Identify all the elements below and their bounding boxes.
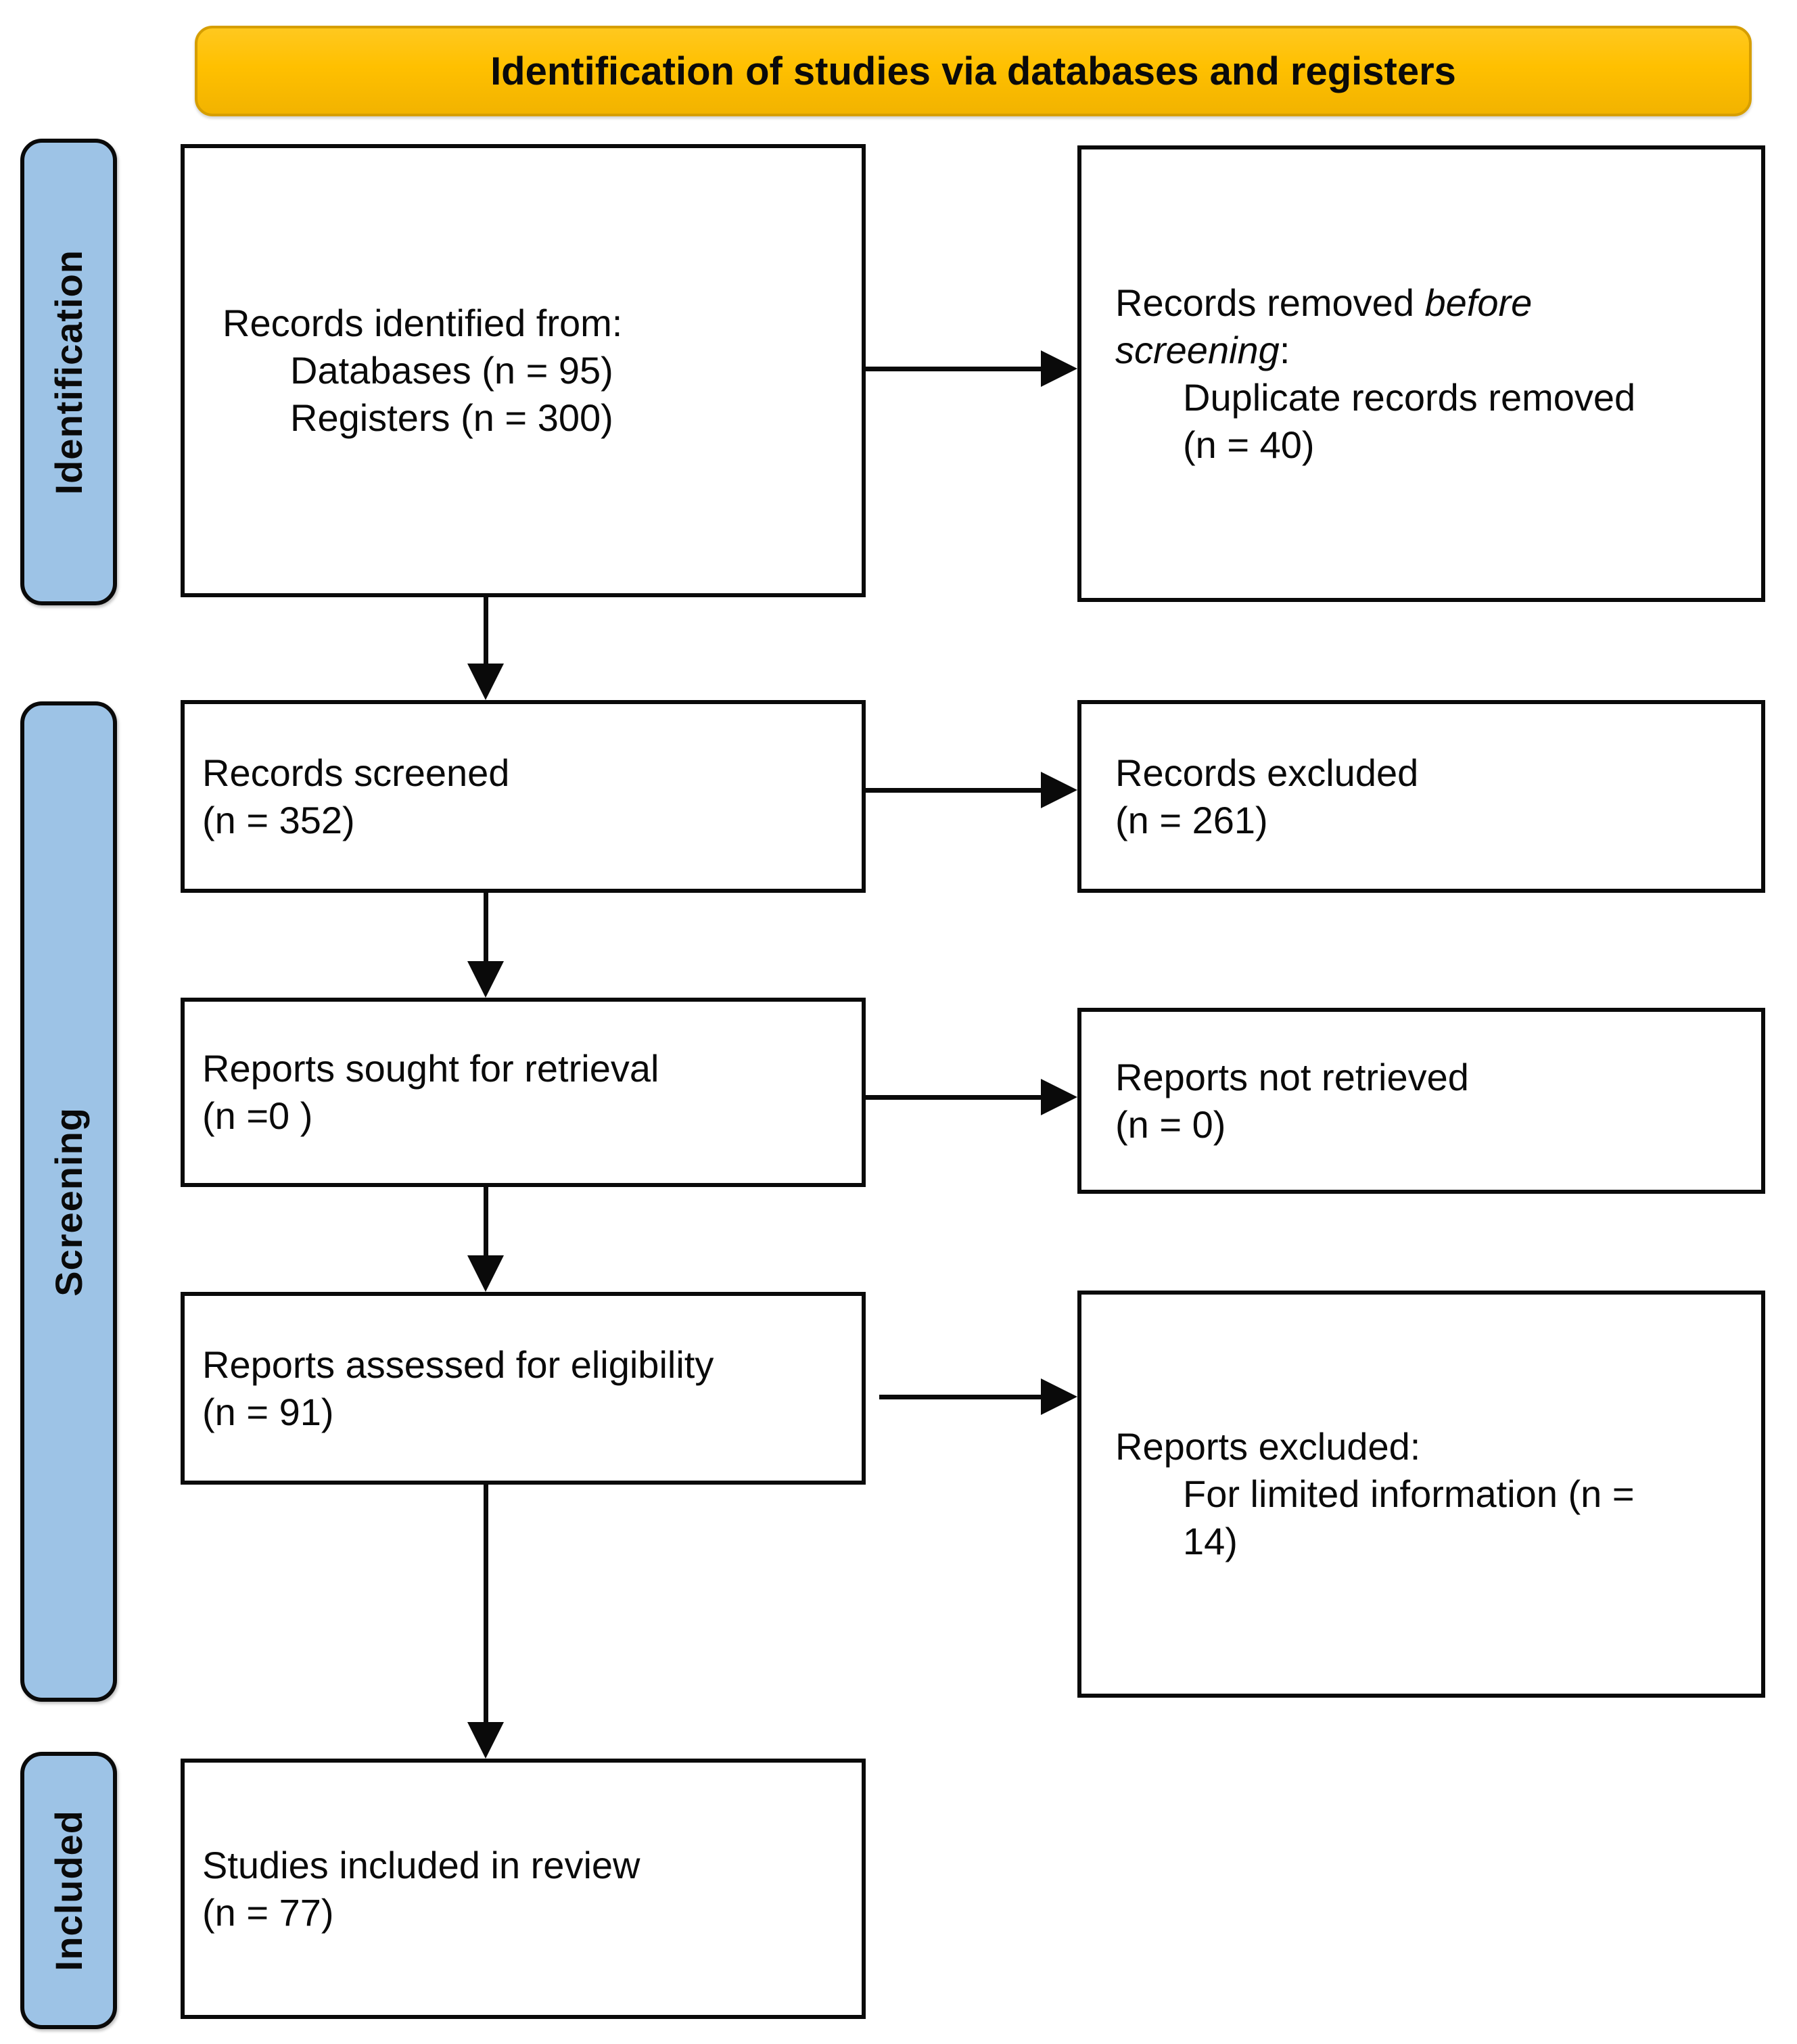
arrow-head-right-icon	[1041, 1378, 1077, 1415]
text-line: (n =0 )	[202, 1094, 313, 1137]
text-segment-italic: screening	[1115, 328, 1280, 371]
text-line: For limited information (n =	[1183, 1472, 1635, 1515]
stage-label-identification: Identification	[20, 139, 117, 605]
arrow-head-down-icon	[467, 961, 504, 998]
text-line: (n = 40)	[1183, 423, 1315, 466]
text-line: (n = 261)	[1115, 798, 1268, 841]
arrow-shaft	[483, 597, 488, 664]
text-line: Reports excluded:	[1115, 1425, 1421, 1468]
arrow-shaft	[866, 1094, 1041, 1100]
box-reports-sought: Reports sought for retrieval (n =0 )	[181, 998, 866, 1187]
box-reports-assessed: Reports assessed for eligibility (n = 91…	[181, 1292, 866, 1485]
text-segment-italic: before	[1424, 281, 1533, 324]
arrow-head-down-icon	[467, 1255, 504, 1292]
arrow-shaft	[866, 787, 1041, 793]
text-line: (n = 91)	[202, 1390, 334, 1433]
text-line: Records screened	[202, 751, 510, 794]
text-line: (n = 352)	[202, 798, 355, 841]
text-line: Records excluded	[1115, 751, 1419, 794]
stage-label-included: Included	[20, 1752, 117, 2029]
arrow-head-right-icon	[1041, 1079, 1077, 1115]
text-line: Duplicate records removed	[1183, 375, 1636, 419]
box-records-excluded: Records excluded (n = 261)	[1077, 700, 1765, 893]
arrow-head-right-icon	[1041, 772, 1077, 808]
arrow-right-sought-to-notretrieved	[866, 1079, 1077, 1115]
arrow-down-identified-to-screened	[467, 597, 504, 700]
text-line: (n = 77)	[202, 1890, 334, 1934]
arrow-shaft	[866, 366, 1041, 371]
text-segment: :	[1279, 328, 1290, 371]
arrow-head-down-icon	[467, 1722, 504, 1759]
text-line: Reports not retrieved	[1115, 1055, 1469, 1098]
box-records-identified: Records identified from: Databases (n = …	[181, 144, 866, 597]
box-studies-included: Studies included in review (n = 77)	[181, 1759, 866, 2019]
stage-label-text: Identification	[47, 249, 90, 495]
arrow-shaft	[483, 1187, 488, 1255]
text-line: Registers (n = 300)	[290, 396, 613, 439]
stage-label-screening: Screening	[20, 701, 117, 1702]
text-line: Studies included in review	[202, 1843, 640, 1886]
arrow-right-assessed-to-reportsexcluded	[879, 1378, 1077, 1415]
arrow-head-right-icon	[1041, 350, 1077, 387]
text-line: Reports sought for retrieval	[202, 1047, 659, 1090]
box-reports-not-retrieved: Reports not retrieved (n = 0)	[1077, 1008, 1765, 1194]
arrow-down-assessed-to-included	[467, 1485, 504, 1759]
arrow-down-screened-to-sought	[467, 893, 504, 998]
text-line: (n = 0)	[1115, 1102, 1226, 1146]
title-banner: Identification of studies via databases …	[195, 26, 1752, 116]
box-records-screened: Records screened (n = 352)	[181, 700, 866, 893]
stage-label-text: Included	[47, 1809, 90, 1972]
box-reports-excluded: Reports excluded: For limited informatio…	[1077, 1291, 1765, 1698]
text-line: Records identified from:	[223, 302, 623, 344]
title-text: Identification of studies via databases …	[490, 49, 1456, 93]
text-line: Records removed before	[1115, 279, 1761, 327]
box-records-removed-before-screening: Records removed before screening: Duplic…	[1077, 145, 1765, 602]
text-line: 14)	[1183, 1520, 1238, 1562]
arrow-shaft	[483, 1485, 488, 1722]
text-line: screening:	[1115, 327, 1761, 374]
text-line: Reports assessed for eligibility	[202, 1343, 714, 1386]
arrow-shaft	[483, 893, 488, 961]
arrow-shaft	[879, 1394, 1041, 1399]
arrow-head-down-icon	[467, 664, 504, 700]
arrow-right-screened-to-excluded	[866, 772, 1077, 808]
text-line: Databases (n = 95)	[290, 349, 613, 392]
text-segment: Records removed	[1115, 281, 1425, 324]
arrow-down-sought-to-assessed	[467, 1187, 504, 1292]
arrow-right-identified-to-removed	[866, 350, 1077, 387]
stage-label-text: Screening	[47, 1107, 90, 1297]
